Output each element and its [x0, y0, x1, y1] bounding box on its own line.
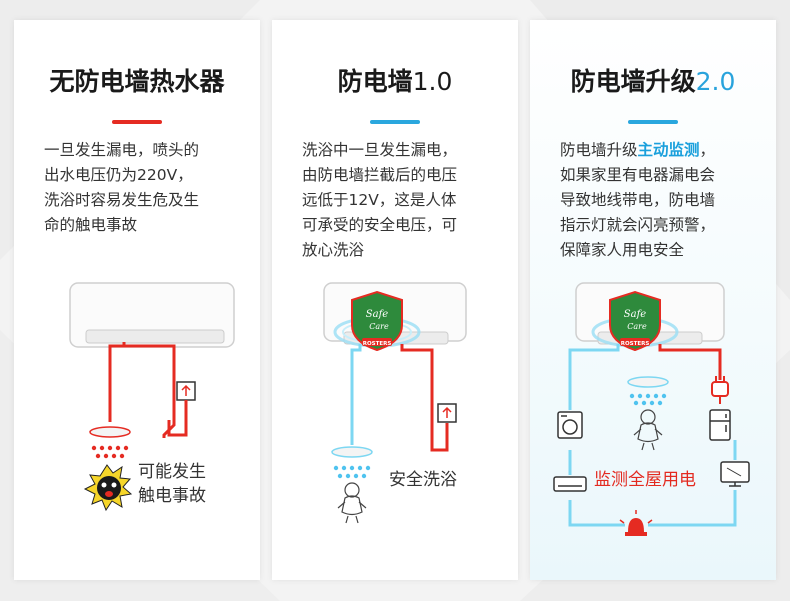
panel-description: 防电墙升级主动监测， 如果家里有电器漏电会 导致地线带电，防电墙 指示灯就会闪亮… — [560, 141, 716, 259]
panel-title: 防电墙升级2.0 — [570, 67, 736, 96]
panel-title: 防电墙1.0 — [337, 67, 453, 96]
shock-label: 可能发生 触电事故 — [138, 462, 206, 506]
plug-icon — [711, 376, 729, 404]
washing-machine-icon — [557, 411, 583, 439]
panel-no-protection: 无防电墙热水器 一旦发生漏电，喷头的 出水电压仍为220V， 洗浴时容易发生危及… — [14, 20, 260, 580]
heater-illustration — [69, 282, 235, 512]
air-conditioner-icon — [553, 476, 587, 492]
svg-text:Safe: Safe — [366, 309, 389, 320]
svg-text:Care: Care — [369, 322, 389, 331]
safe-bath-label: 安全洗浴 — [389, 470, 457, 490]
svg-text:Care: Care — [627, 322, 647, 331]
panel-wall-2: 防电墙升级2.0 防电墙升级主动监测， 如果家里有电器漏电会 导致地线带电，防电… — [530, 20, 776, 580]
bathing-person-icon — [633, 409, 663, 451]
heater-illustration: Safe Care ROSTERS — [323, 282, 467, 524]
title-underline — [112, 120, 162, 124]
title-underline — [370, 120, 420, 124]
svg-text:Safe: Safe — [624, 309, 647, 320]
alarm-light-icon — [619, 510, 653, 536]
bathing-person-icon — [337, 482, 367, 524]
safe-care-shield-icon — [609, 290, 661, 352]
shower-head — [89, 426, 131, 438]
home-monitor-illustration: Safe Care ROSTERS — [553, 282, 750, 536]
tv-icon — [720, 461, 750, 487]
safe-care-shield-icon — [351, 290, 403, 352]
panel-title: 无防电墙热水器 — [49, 67, 225, 96]
svg-text:ROSTERS: ROSTERS — [621, 341, 650, 347]
shower-head — [331, 446, 373, 458]
shower-head — [627, 376, 669, 388]
panel-description: 洗浴中一旦发生漏电， 由防电墙拦截后的电压 远低于12V，这是人体 可承受的安全… — [302, 141, 458, 259]
panel-wall-1: 防电墙1.0 洗浴中一旦发生漏电， 由防电墙拦截后的电压 远低于12V，这是人体… — [272, 20, 518, 580]
panel-description: 一旦发生漏电，喷头的 出水电压仍为220V， 洗浴时容易发生危及生 命的触电事故 — [44, 141, 200, 234]
svg-text:ROSTERS: ROSTERS — [363, 341, 392, 347]
refrigerator-icon — [709, 409, 731, 441]
monitor-label: 监测全屋用电 — [594, 470, 696, 490]
title-underline — [628, 120, 678, 124]
